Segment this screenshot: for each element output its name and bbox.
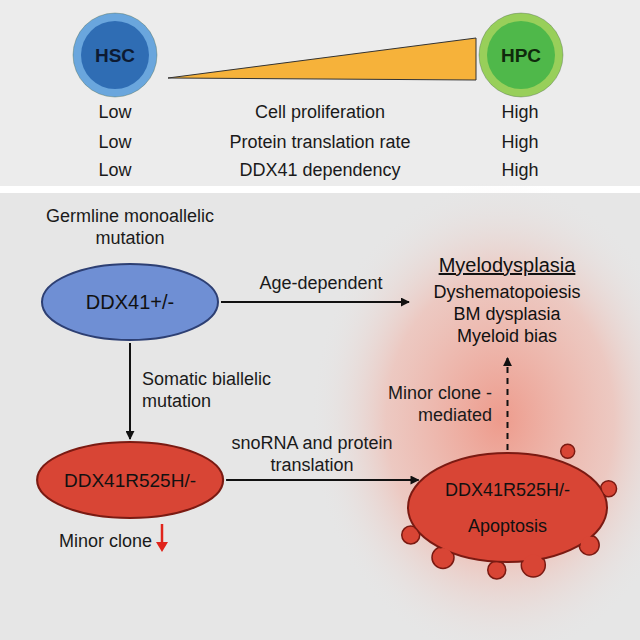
- annotation-text: Low: [75, 131, 155, 153]
- decrease-arrow: [161, 524, 164, 544]
- apoptotic-cell-outline: [400, 445, 615, 570]
- hpc-cell: HPC: [478, 12, 564, 98]
- annotation-text: Minor clone: [40, 530, 152, 552]
- connector-arrow: [226, 479, 419, 481]
- edge-label: Minor clone -mediated: [362, 382, 492, 426]
- node-text: DDX41+/-: [86, 290, 174, 314]
- edge-label: Somatic biallelic mutation: [142, 368, 307, 412]
- annotation-text: Low: [75, 101, 155, 123]
- decrease-arrow-head: [156, 542, 168, 552]
- outcome-box: MyelodysplasiaDyshematopoiesisBM dysplas…: [412, 245, 602, 355]
- edge-label: snoRNA and protein translation: [226, 432, 398, 476]
- connector-arrow: [129, 343, 131, 439]
- node-text: DDX41R525H/-: [445, 479, 570, 501]
- connector-arrow: [507, 358, 509, 450]
- annotation-text: Cell proliferation: [200, 101, 440, 123]
- node-text: Apoptosis: [468, 515, 547, 537]
- top-panel: [0, 0, 640, 186]
- gradient-wedge: [168, 38, 476, 80]
- annotation-text: Low: [75, 159, 155, 181]
- node-text: DDX41R525H/-: [64, 469, 196, 492]
- biallelic-ellipse: DDX41R525H/-: [35, 440, 225, 520]
- annotation-text: High: [480, 131, 560, 153]
- annotation-text: Germline monoallelic mutation: [30, 205, 230, 249]
- heterozygous-ellipse: DDX41+/-: [40, 262, 220, 342]
- node-text: Myeloid bias: [457, 325, 557, 347]
- connector-arrow: [221, 301, 409, 303]
- annotation-text: Protein translation rate: [200, 131, 440, 153]
- red-glow: [310, 180, 640, 640]
- edge-label: Age-dependent: [236, 272, 406, 294]
- node-text: Dyshematopoiesis: [433, 281, 580, 303]
- annotation-text: DDX41 dependency: [200, 159, 440, 181]
- node-text: BM dysplasia: [453, 303, 560, 325]
- node-text: Myelodysplasia: [439, 253, 576, 277]
- node-text: HPC: [501, 44, 541, 67]
- hsc-cell: HSC: [72, 12, 158, 98]
- apoptotic-cell: DDX41R525H/- Apoptosis: [400, 445, 615, 570]
- node-text: HSC: [95, 44, 135, 67]
- annotation-text: High: [480, 159, 560, 181]
- annotation-text: High: [480, 101, 560, 123]
